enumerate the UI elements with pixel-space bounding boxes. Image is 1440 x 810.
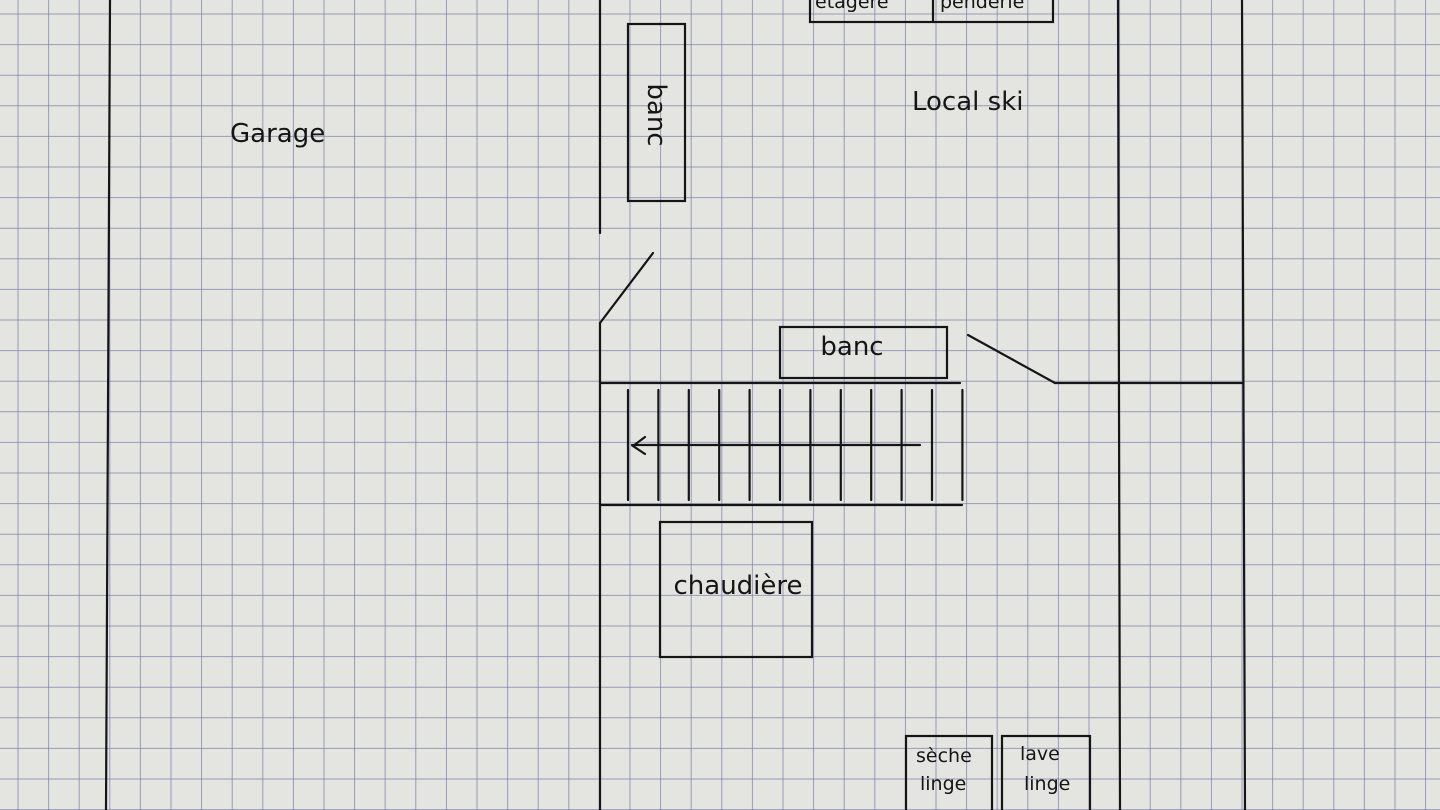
door-swing-ski-room [966,333,1057,385]
washer-label-1: lave [1020,743,1060,765]
dryer-label-2: linge [920,773,966,795]
shelf-label: étagère [815,0,889,13]
arrow-head-icon [631,435,647,456]
staircase [626,388,964,502]
bench-horizontal: banc [778,325,949,380]
door-swing-garage [598,251,655,325]
boiler-label: chaudière [673,571,802,601]
shelf-wardrobe: étagère penderie [808,0,1055,24]
bench-vertical-label: banc [641,83,671,146]
washer: lave linge [1000,734,1092,810]
ski-room-label: Local ski [912,87,1023,117]
bench-vertical: banc [626,22,687,203]
garage-left-wall [104,0,112,810]
dryer: sèche linge [904,734,994,810]
washer-label-2: linge [1024,773,1070,795]
garage-label: Garage [230,119,325,149]
bench-horizontal-label: banc [820,332,883,362]
dryer-label-1: sèche [916,745,972,767]
right-wall [1240,0,1247,810]
inner-wall [1116,0,1122,810]
boiler: chaudière [658,520,814,659]
wardrobe-label: penderie [940,0,1024,13]
walls [104,0,1247,810]
